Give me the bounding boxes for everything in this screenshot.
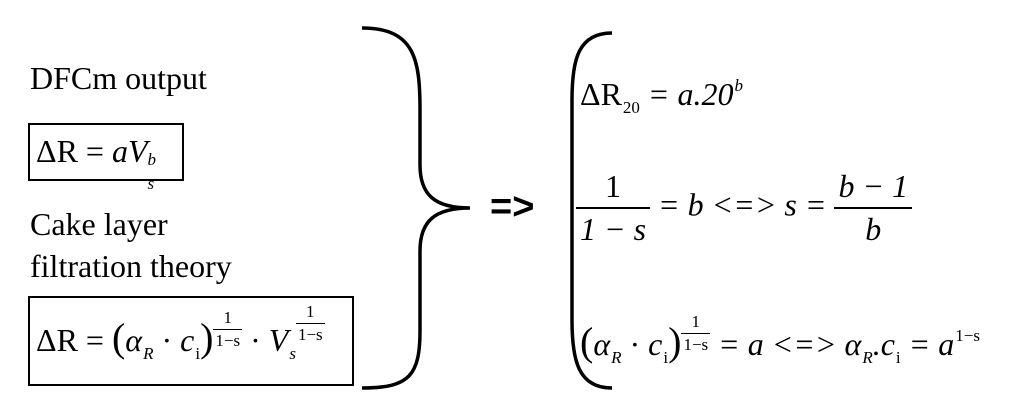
dfcm-equation-box: ΔR = aV b s xyxy=(28,123,184,193)
cake-heading-line2: filtration theory xyxy=(30,248,232,284)
dfcm-heading: DFCm output xyxy=(30,60,207,96)
left-curly-brace xyxy=(570,31,613,390)
dfcm-equation: ΔR = aV b s xyxy=(36,133,157,193)
cake-heading-line1: Cake layer xyxy=(30,206,168,242)
result-equation-delta-r20: ΔR20 = a.20b xyxy=(580,76,744,117)
right-curly-brace xyxy=(361,26,471,390)
implies-arrow: => xyxy=(490,186,535,228)
